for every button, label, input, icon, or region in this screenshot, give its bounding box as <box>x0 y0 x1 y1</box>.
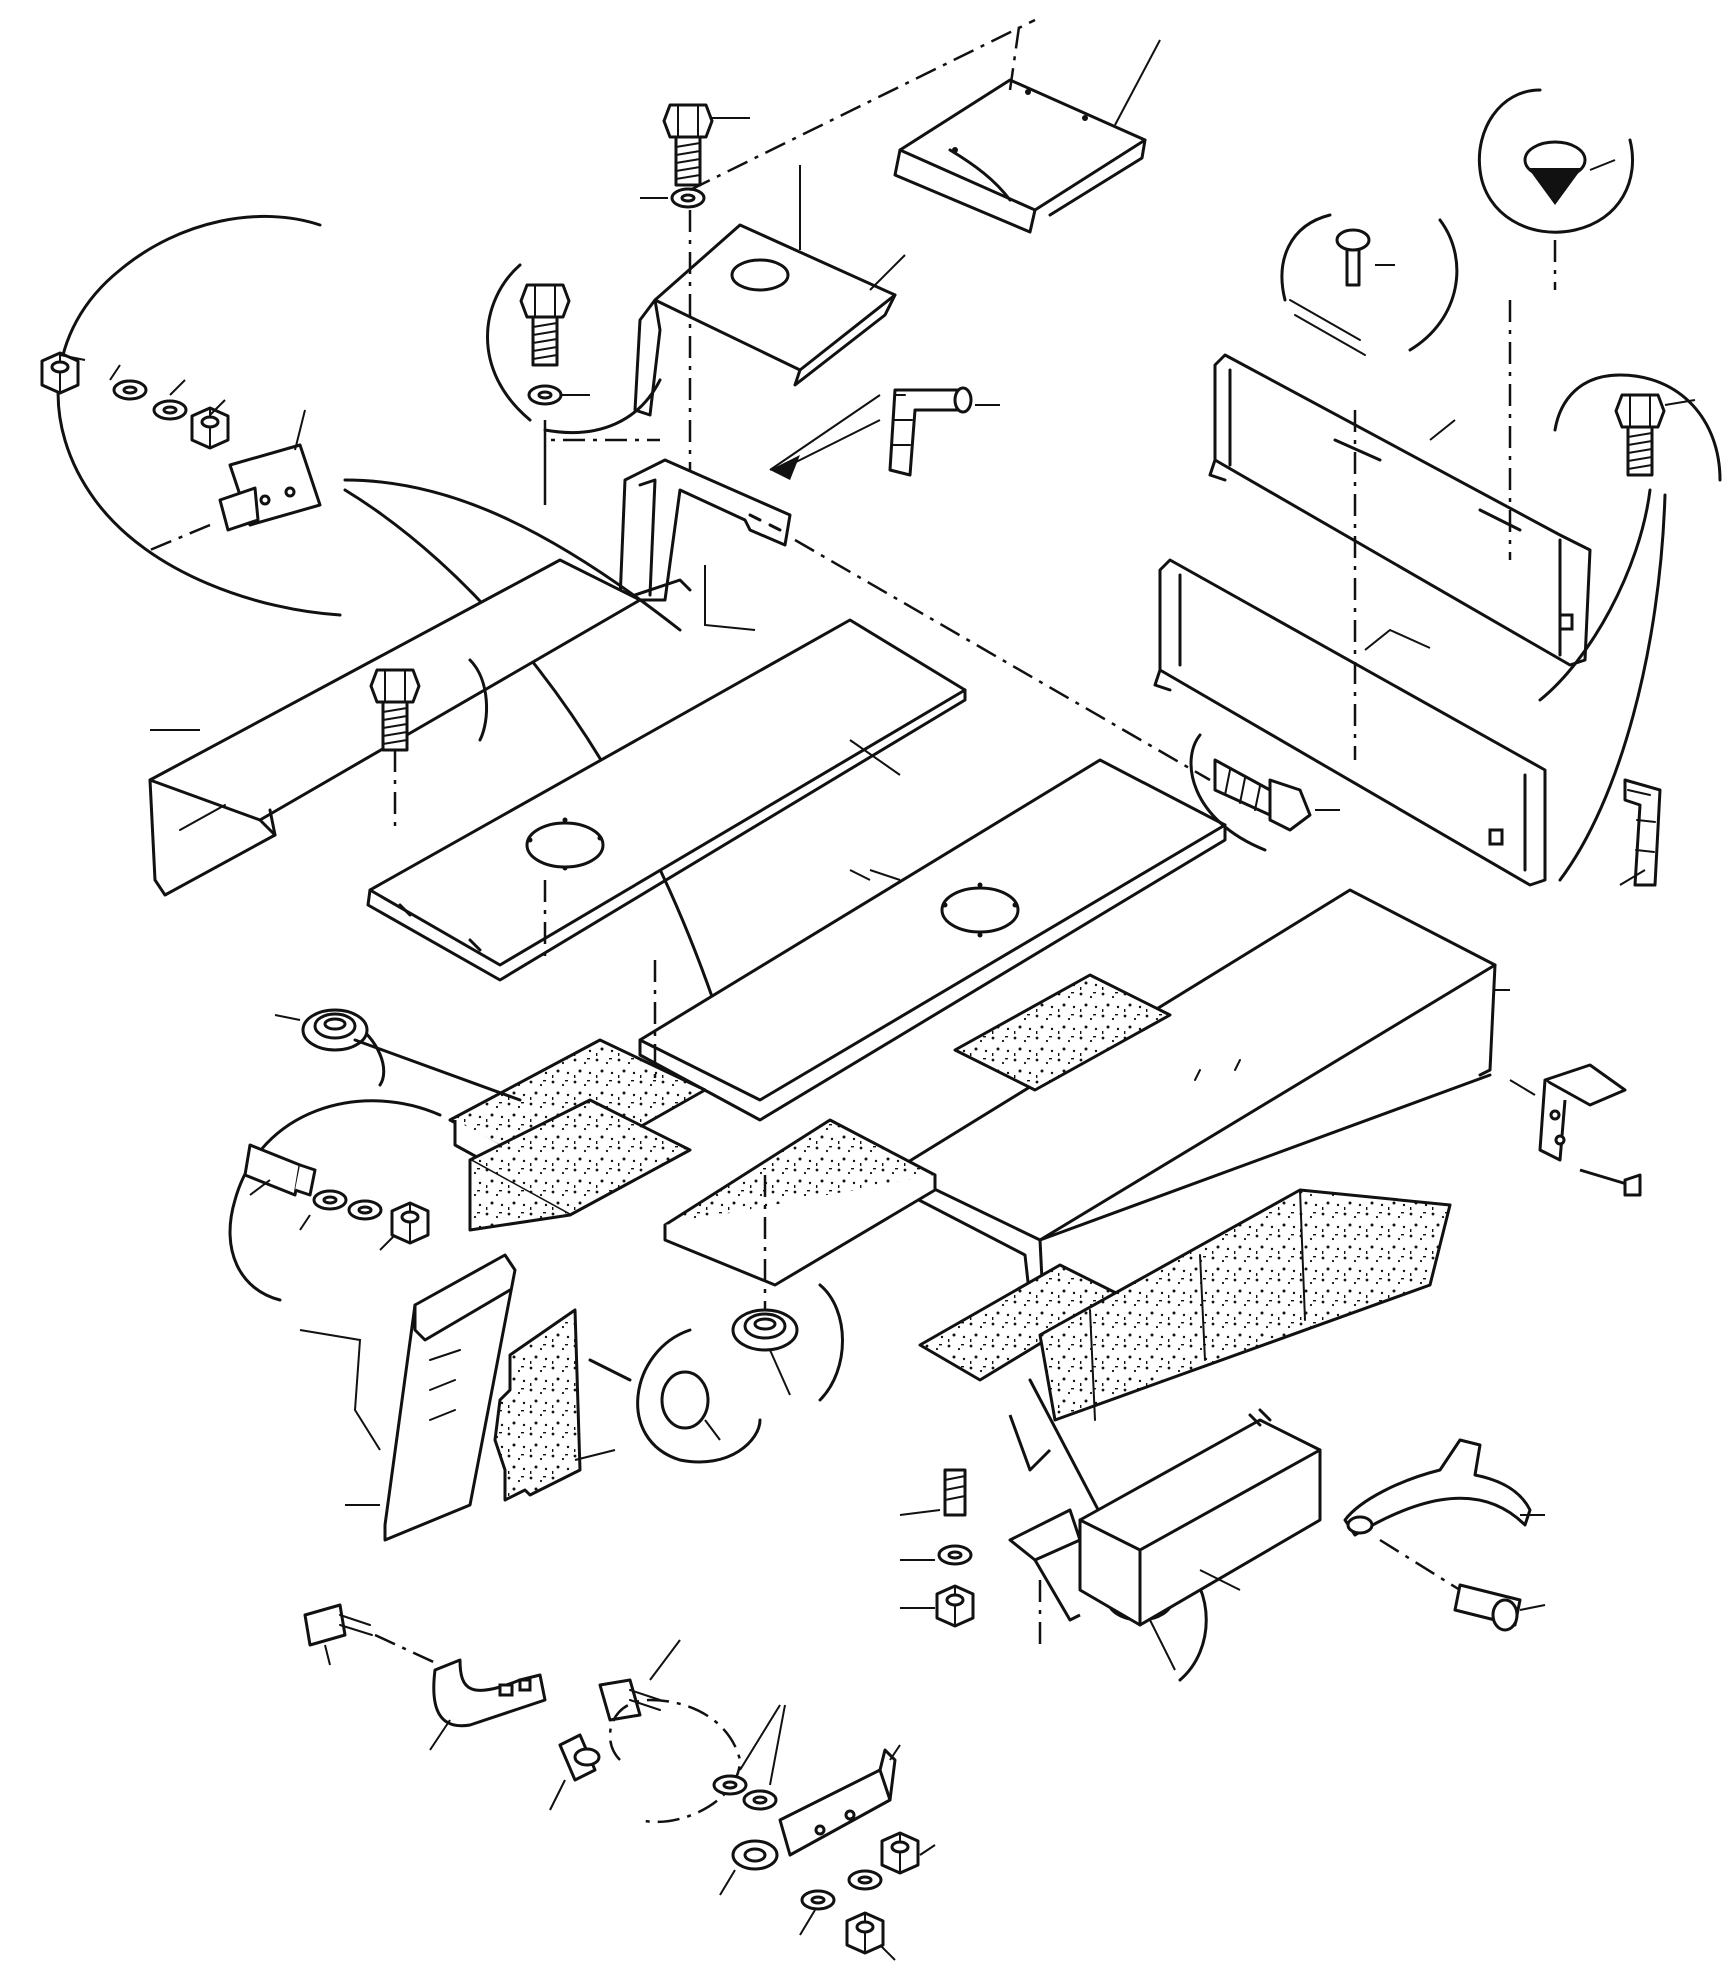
mount-plate <box>633 165 906 417</box>
handle <box>1343 1438 1546 1632</box>
hinge-callout <box>40 214 722 1022</box>
center-foam-pad <box>663 973 1172 1287</box>
hose-fitting <box>769 386 1000 480</box>
pedestal-frame <box>618 458 792 631</box>
grommet-left <box>274 1008 522 1102</box>
rubber-plug <box>588 1328 762 1464</box>
right-lower-box <box>1078 1408 1322 1627</box>
pin-callout <box>1280 213 1459 356</box>
right-foam-block <box>918 1188 1452 1472</box>
hinge-plate <box>598 1639 936 1961</box>
rear-panel <box>1208 353 1592 667</box>
corner-bracket <box>1509 1063 1642 1197</box>
plug-callout <box>1477 88 1635 290</box>
left-side-foam <box>493 1308 616 1502</box>
upper-floor-panel <box>366 618 967 982</box>
left-side-bracket <box>299 1253 517 1542</box>
left-foam-pad <box>448 1038 707 1232</box>
side-hose <box>1619 778 1662 887</box>
top-bracket <box>893 39 1161 234</box>
top-bolt <box>640 103 750 209</box>
lower-clamp <box>303 1603 601 1811</box>
grommet-center <box>731 1175 844 1402</box>
hardware-callout-left <box>228 1099 442 1302</box>
side-bolt <box>794 538 1340 852</box>
stud-stack <box>899 1468 1082 1650</box>
bolt-callout-right <box>1538 373 1722 882</box>
bolt-callout <box>486 263 662 435</box>
assembly-guides <box>543 18 1036 1080</box>
rear-frame <box>1153 300 1547 887</box>
floor-bolt <box>369 658 489 830</box>
